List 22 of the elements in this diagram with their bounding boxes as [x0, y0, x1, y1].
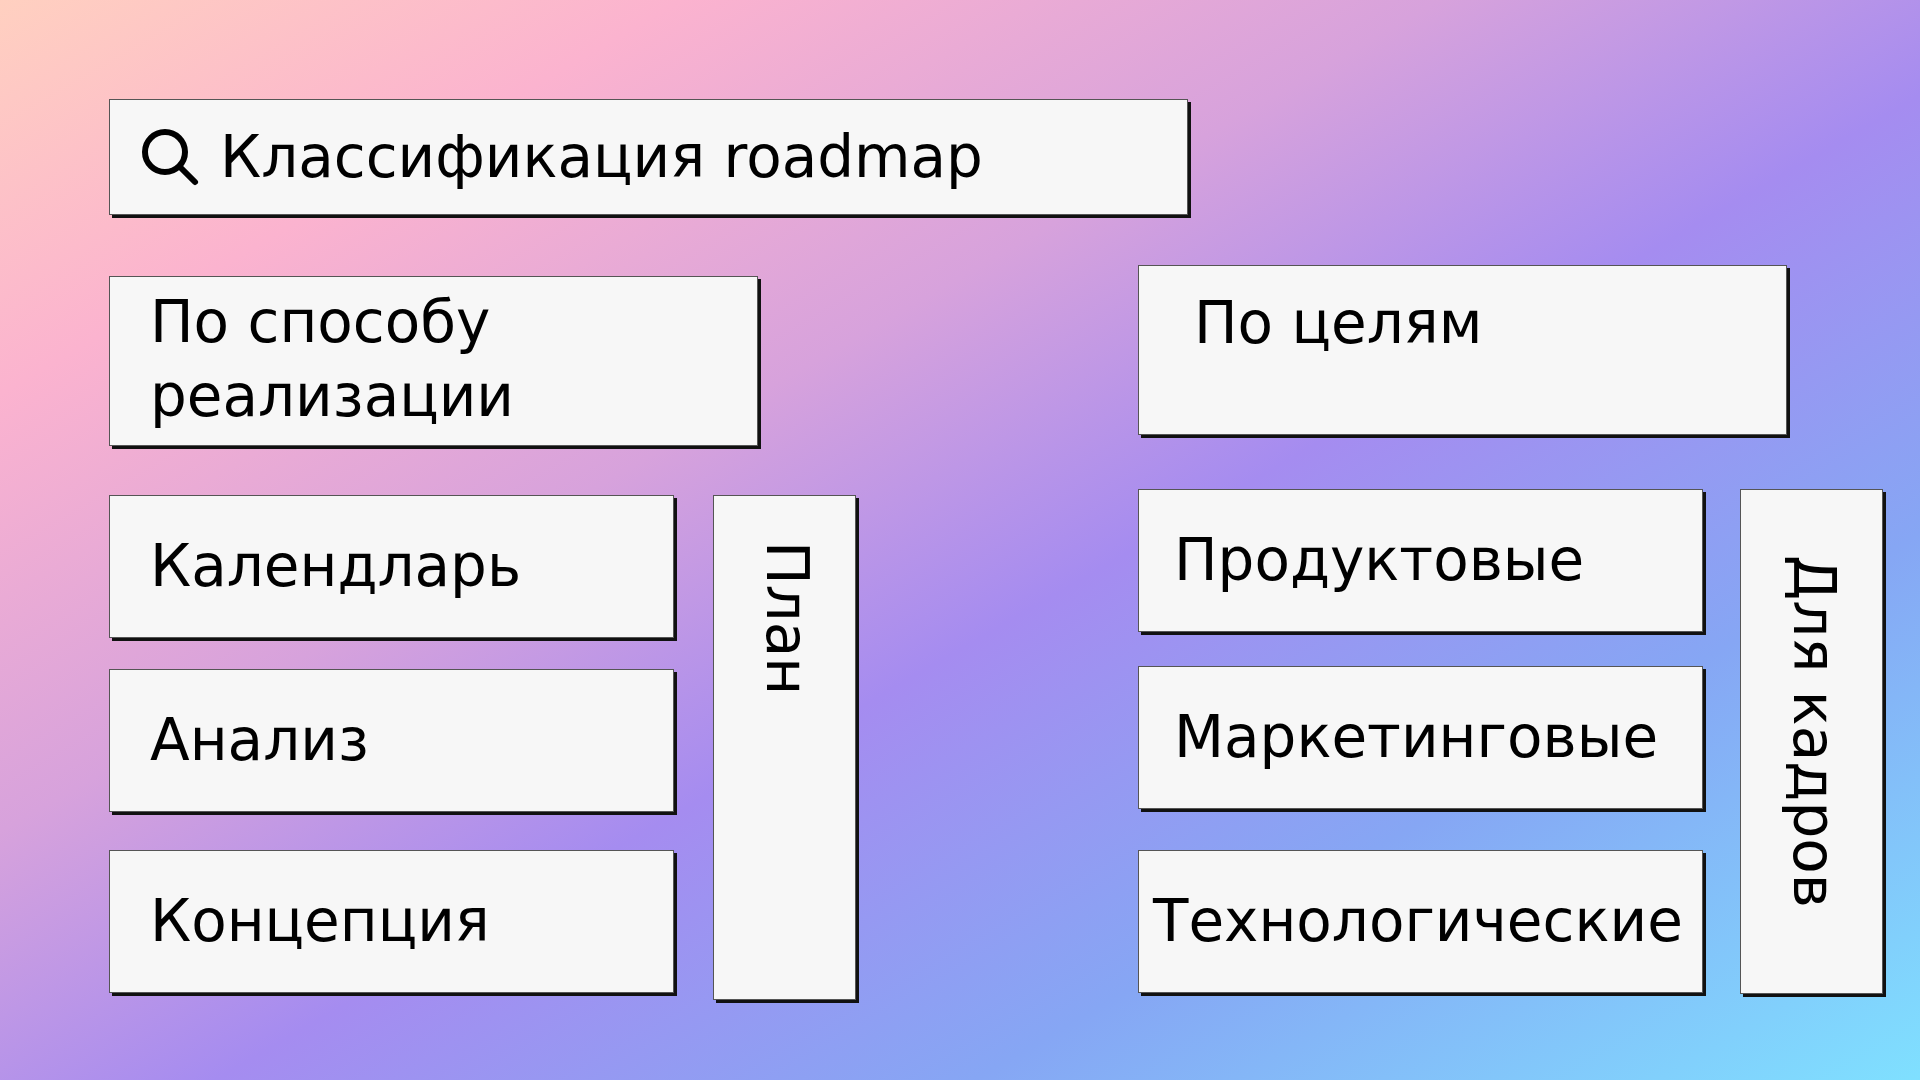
category-box: [109, 669, 674, 812]
category-box: [1740, 489, 1883, 994]
category-box: [713, 495, 856, 1000]
category-label: Маркетинговые: [1174, 702, 1659, 773]
category-label: Продуктовые: [1174, 525, 1585, 596]
category-label: Для кадров: [1779, 555, 1849, 908]
category-label: План: [752, 541, 822, 696]
category-box: [1138, 850, 1703, 993]
category-label: Анализ: [150, 705, 369, 776]
category-label: Технологические: [1153, 886, 1683, 957]
category-box: [1138, 666, 1703, 809]
category-box: [109, 495, 674, 638]
search-text: Классификация roadmap: [220, 122, 983, 193]
category-label: Концепция: [150, 886, 490, 957]
category-label: Календларь: [150, 531, 522, 602]
search-bar: [109, 99, 1188, 215]
category-box: [109, 850, 674, 993]
category-label: По способу реализации: [150, 287, 516, 432]
category-box: [1138, 265, 1787, 435]
category-box: [109, 276, 758, 446]
category-label: По целям: [1194, 288, 1483, 359]
category-box: [1138, 489, 1703, 632]
